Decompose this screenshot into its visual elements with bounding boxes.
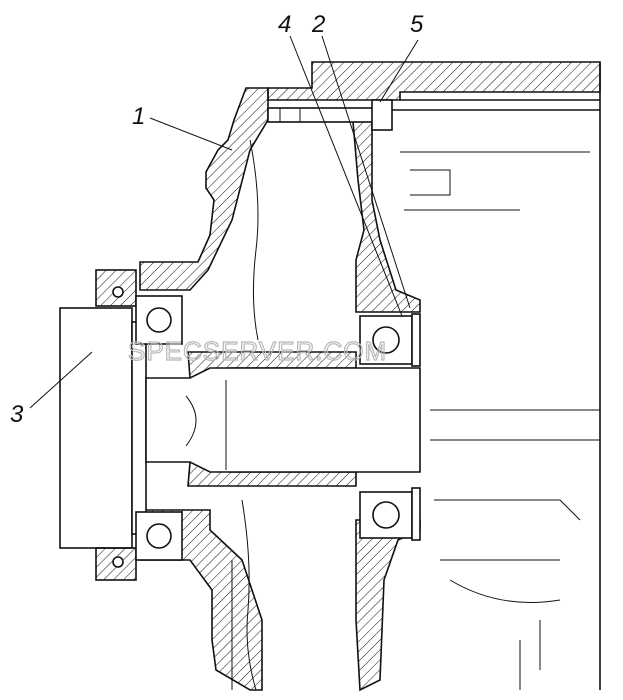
leader-lines	[29, 35, 419, 409]
oil-seals	[95, 269, 137, 581]
shaft	[145, 367, 421, 473]
left-bearing-lower	[135, 511, 183, 561]
right-bearing-lower	[359, 487, 421, 541]
callout-3: 3	[10, 401, 24, 428]
callout-1: 1	[132, 103, 145, 130]
left-bearing-upper	[135, 295, 183, 345]
callout-2: 2	[311, 11, 325, 38]
bolt	[267, 99, 393, 131]
callout-5: 5	[410, 11, 424, 38]
watermark: SPECSERVER.COM	[128, 336, 387, 366]
callout-4: 4	[278, 11, 291, 38]
right-bearing-upper	[359, 313, 421, 367]
case-outline	[231, 62, 601, 691]
